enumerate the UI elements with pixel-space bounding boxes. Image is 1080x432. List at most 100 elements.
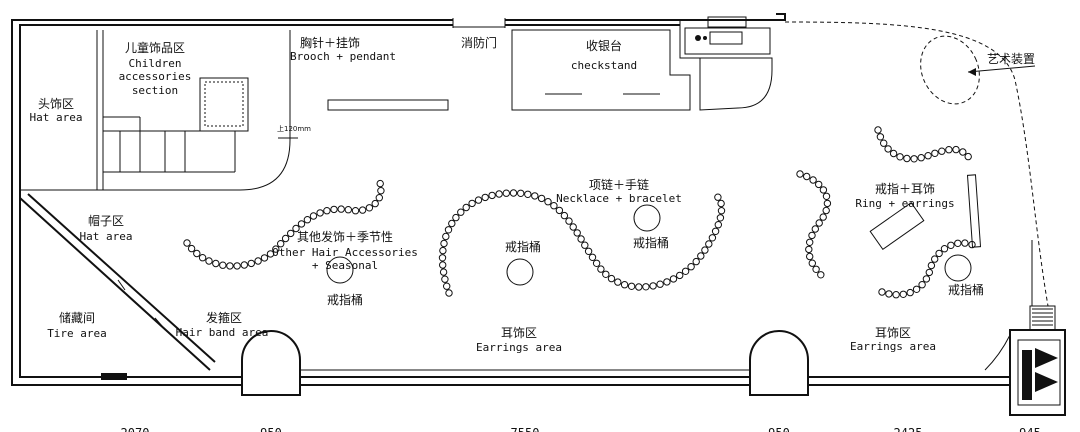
- bead: [917, 154, 925, 162]
- bead: [303, 216, 312, 224]
- bead-string-ring-left: [796, 170, 832, 279]
- bead: [439, 246, 447, 255]
- bead: [448, 219, 456, 228]
- bead: [287, 229, 295, 238]
- bead: [577, 235, 585, 243]
- corner-door: [984, 240, 1066, 416]
- ring-bucket-3-label: 戒指桶: [633, 235, 669, 250]
- bead: [822, 192, 831, 201]
- firedoor-label: 消防门: [461, 35, 497, 50]
- checkstand-en-label: checkstand: [571, 59, 637, 72]
- bead: [212, 259, 220, 268]
- bead: [569, 223, 577, 231]
- ring-bucket-4: [944, 254, 972, 282]
- hat-zh-label: 帽子区: [88, 213, 124, 228]
- bead: [550, 202, 558, 210]
- bead: [809, 176, 817, 184]
- bead: [281, 234, 290, 243]
- bead: [584, 247, 593, 256]
- ring-en-label: Ring + earrings: [855, 197, 954, 210]
- bead-string-ring-bottom: [878, 239, 976, 299]
- bead: [565, 217, 573, 225]
- dimension-note: 上120mm: [277, 124, 311, 133]
- hairband-zh-label: 发箍区: [206, 310, 242, 325]
- bead: [945, 146, 953, 154]
- bead: [815, 180, 823, 189]
- bead: [935, 249, 943, 258]
- hairband-en-label: Hair band area: [176, 326, 269, 339]
- bead: [627, 282, 636, 290]
- bead: [488, 191, 496, 200]
- dimension-1: 2070: [121, 426, 150, 432]
- bead: [544, 198, 552, 206]
- bead: [717, 207, 726, 215]
- bead: [377, 187, 385, 195]
- bead: [351, 207, 360, 215]
- brooch-bar: [327, 99, 449, 111]
- bead: [443, 282, 451, 290]
- bead: [669, 275, 678, 283]
- ring-bucket-2-label: 戒指桶: [505, 239, 541, 254]
- bead: [240, 261, 249, 269]
- bead: [442, 232, 450, 241]
- bead: [358, 206, 367, 214]
- bead: [796, 170, 804, 178]
- bead: [635, 283, 643, 291]
- bead: [560, 211, 569, 220]
- ring-bucket-2: [506, 258, 534, 286]
- bead: [438, 254, 447, 262]
- bead: [711, 227, 720, 236]
- ring-zh-label: 戒指＋耳饰: [875, 181, 935, 196]
- bead: [903, 154, 911, 163]
- bead: [931, 255, 939, 263]
- earrings-1-zh-label: 耳饰区: [501, 326, 537, 340]
- bead: [452, 213, 460, 222]
- bead: [708, 234, 717, 242]
- bead: [910, 155, 918, 163]
- dimension-6: 945: [1019, 426, 1041, 432]
- bead: [555, 206, 564, 215]
- bead: [316, 209, 324, 217]
- bead: [441, 275, 449, 283]
- bead: [337, 205, 345, 213]
- ring-bucket-1-label: 戒指桶: [327, 292, 363, 307]
- bead: [964, 152, 972, 161]
- entrance-left: [241, 330, 301, 396]
- children-en-label-1: Children: [129, 57, 182, 70]
- bead: [705, 240, 713, 248]
- necklace-en-label: Necklace + bracelet: [556, 192, 682, 205]
- dimension-3: 7550: [511, 426, 540, 432]
- bead: [663, 278, 671, 286]
- bead: [947, 241, 955, 250]
- bead: [272, 245, 280, 253]
- bead: [885, 290, 893, 298]
- earrings-2-zh-label: 耳饰区: [875, 326, 911, 340]
- dimension-5: 2425: [894, 426, 923, 432]
- bead: [495, 190, 503, 198]
- bead: [292, 224, 300, 233]
- earrings-1-en-label: Earrings area: [476, 341, 562, 354]
- bead: [874, 126, 882, 134]
- dimension-2: 950: [260, 426, 282, 432]
- other-zh-label: 其他发饰＋季节性: [297, 229, 393, 244]
- bead: [687, 263, 695, 271]
- bead: [592, 259, 601, 267]
- bead: [233, 262, 241, 270]
- bead: [531, 192, 539, 200]
- bead: [614, 278, 622, 286]
- bead: [509, 189, 518, 197]
- bead: [642, 283, 650, 291]
- dimension-4: 950: [768, 426, 790, 432]
- ring-bucket-1: [326, 256, 354, 284]
- bead: [880, 139, 888, 147]
- bead: [906, 288, 914, 297]
- children-en-label-3: section: [132, 84, 178, 97]
- bead: [297, 220, 306, 228]
- hat-en-label: Hat area: [80, 230, 133, 243]
- ring-table: [869, 201, 925, 251]
- bead: [959, 148, 967, 156]
- bead: [808, 259, 816, 267]
- bead: [254, 257, 262, 265]
- bead: [602, 270, 610, 278]
